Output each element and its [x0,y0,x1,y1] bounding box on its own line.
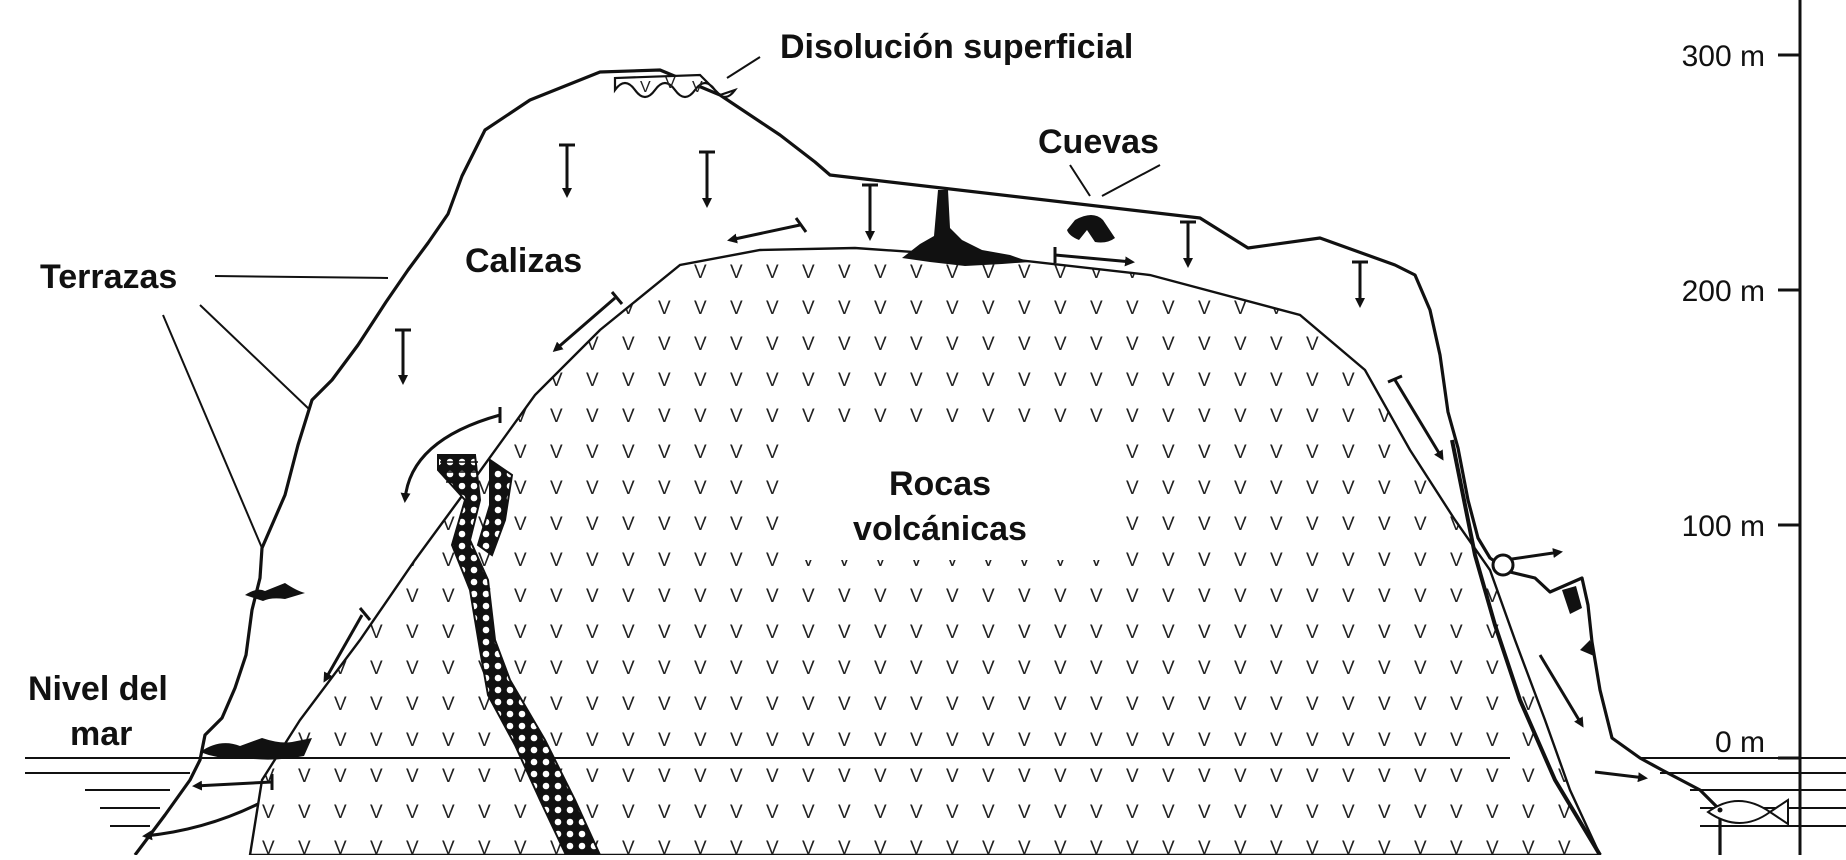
spring-outlet [1491,553,1515,577]
flow-arrow-icon [1393,379,1444,461]
cave-vertical-shaft [902,190,1030,266]
label-caves: Cuevas [1038,123,1159,161]
scale-tick-200: 200 m [1682,275,1765,308]
svg-text:V: V [640,79,651,96]
volcanic-label-backdrop [785,440,1105,560]
dike-layering [440,461,480,483]
flow-arrow-icon [1594,770,1648,783]
cave-left-coast [245,583,305,601]
dike-branch [476,458,514,557]
flow-arrow-icon [400,413,501,503]
island-limestone-outline [133,68,1722,856]
flow-arrow-icon [1538,654,1584,728]
arrow-tails [270,143,1403,790]
fault-line [1450,439,1602,857]
water-flow-arrows [142,145,1648,841]
label-sea-level-1: Nivel del [28,670,168,708]
flow-arrow-icon [142,802,259,841]
scale-tick-100: 100 m [1682,510,1765,543]
flow-arrow-icon [1504,548,1563,562]
flow-arrow-icon [1054,253,1135,267]
label-volcanic-rocks-1: Rocas [889,465,991,503]
flow-arrow-icon [192,780,273,791]
label-sea-level-2: mar [70,715,132,753]
fish-icon [1706,798,1789,826]
cave-small [1067,215,1115,243]
label-surface-dissolution: Disolución superficial [780,28,1133,66]
flow-arrow-icon [323,614,364,683]
flow-arrow-icon [552,296,616,352]
cave-right-coast-2 [1580,640,1594,656]
scale-tick-300: 300 m [1682,40,1765,73]
label-terraces: Terrazas [40,258,177,296]
sea-water-lines [25,757,1846,827]
label-limestones: Calizas [465,242,582,280]
cave-right-coast [1562,586,1582,614]
label-volcanic-rocks-2: volcánicas [853,510,1027,548]
scale-tick-0: 0 m [1715,726,1765,759]
svg-text:V: V [692,79,703,96]
svg-text:V: V [665,75,676,92]
cave-sea-level [200,738,312,760]
flow-arrow-icon [727,223,801,244]
surface-dissolution-karst [613,73,738,99]
height-scale: 300 m 200 m 100 m 0 m [1682,0,1802,855]
leader-lines [162,56,1161,549]
